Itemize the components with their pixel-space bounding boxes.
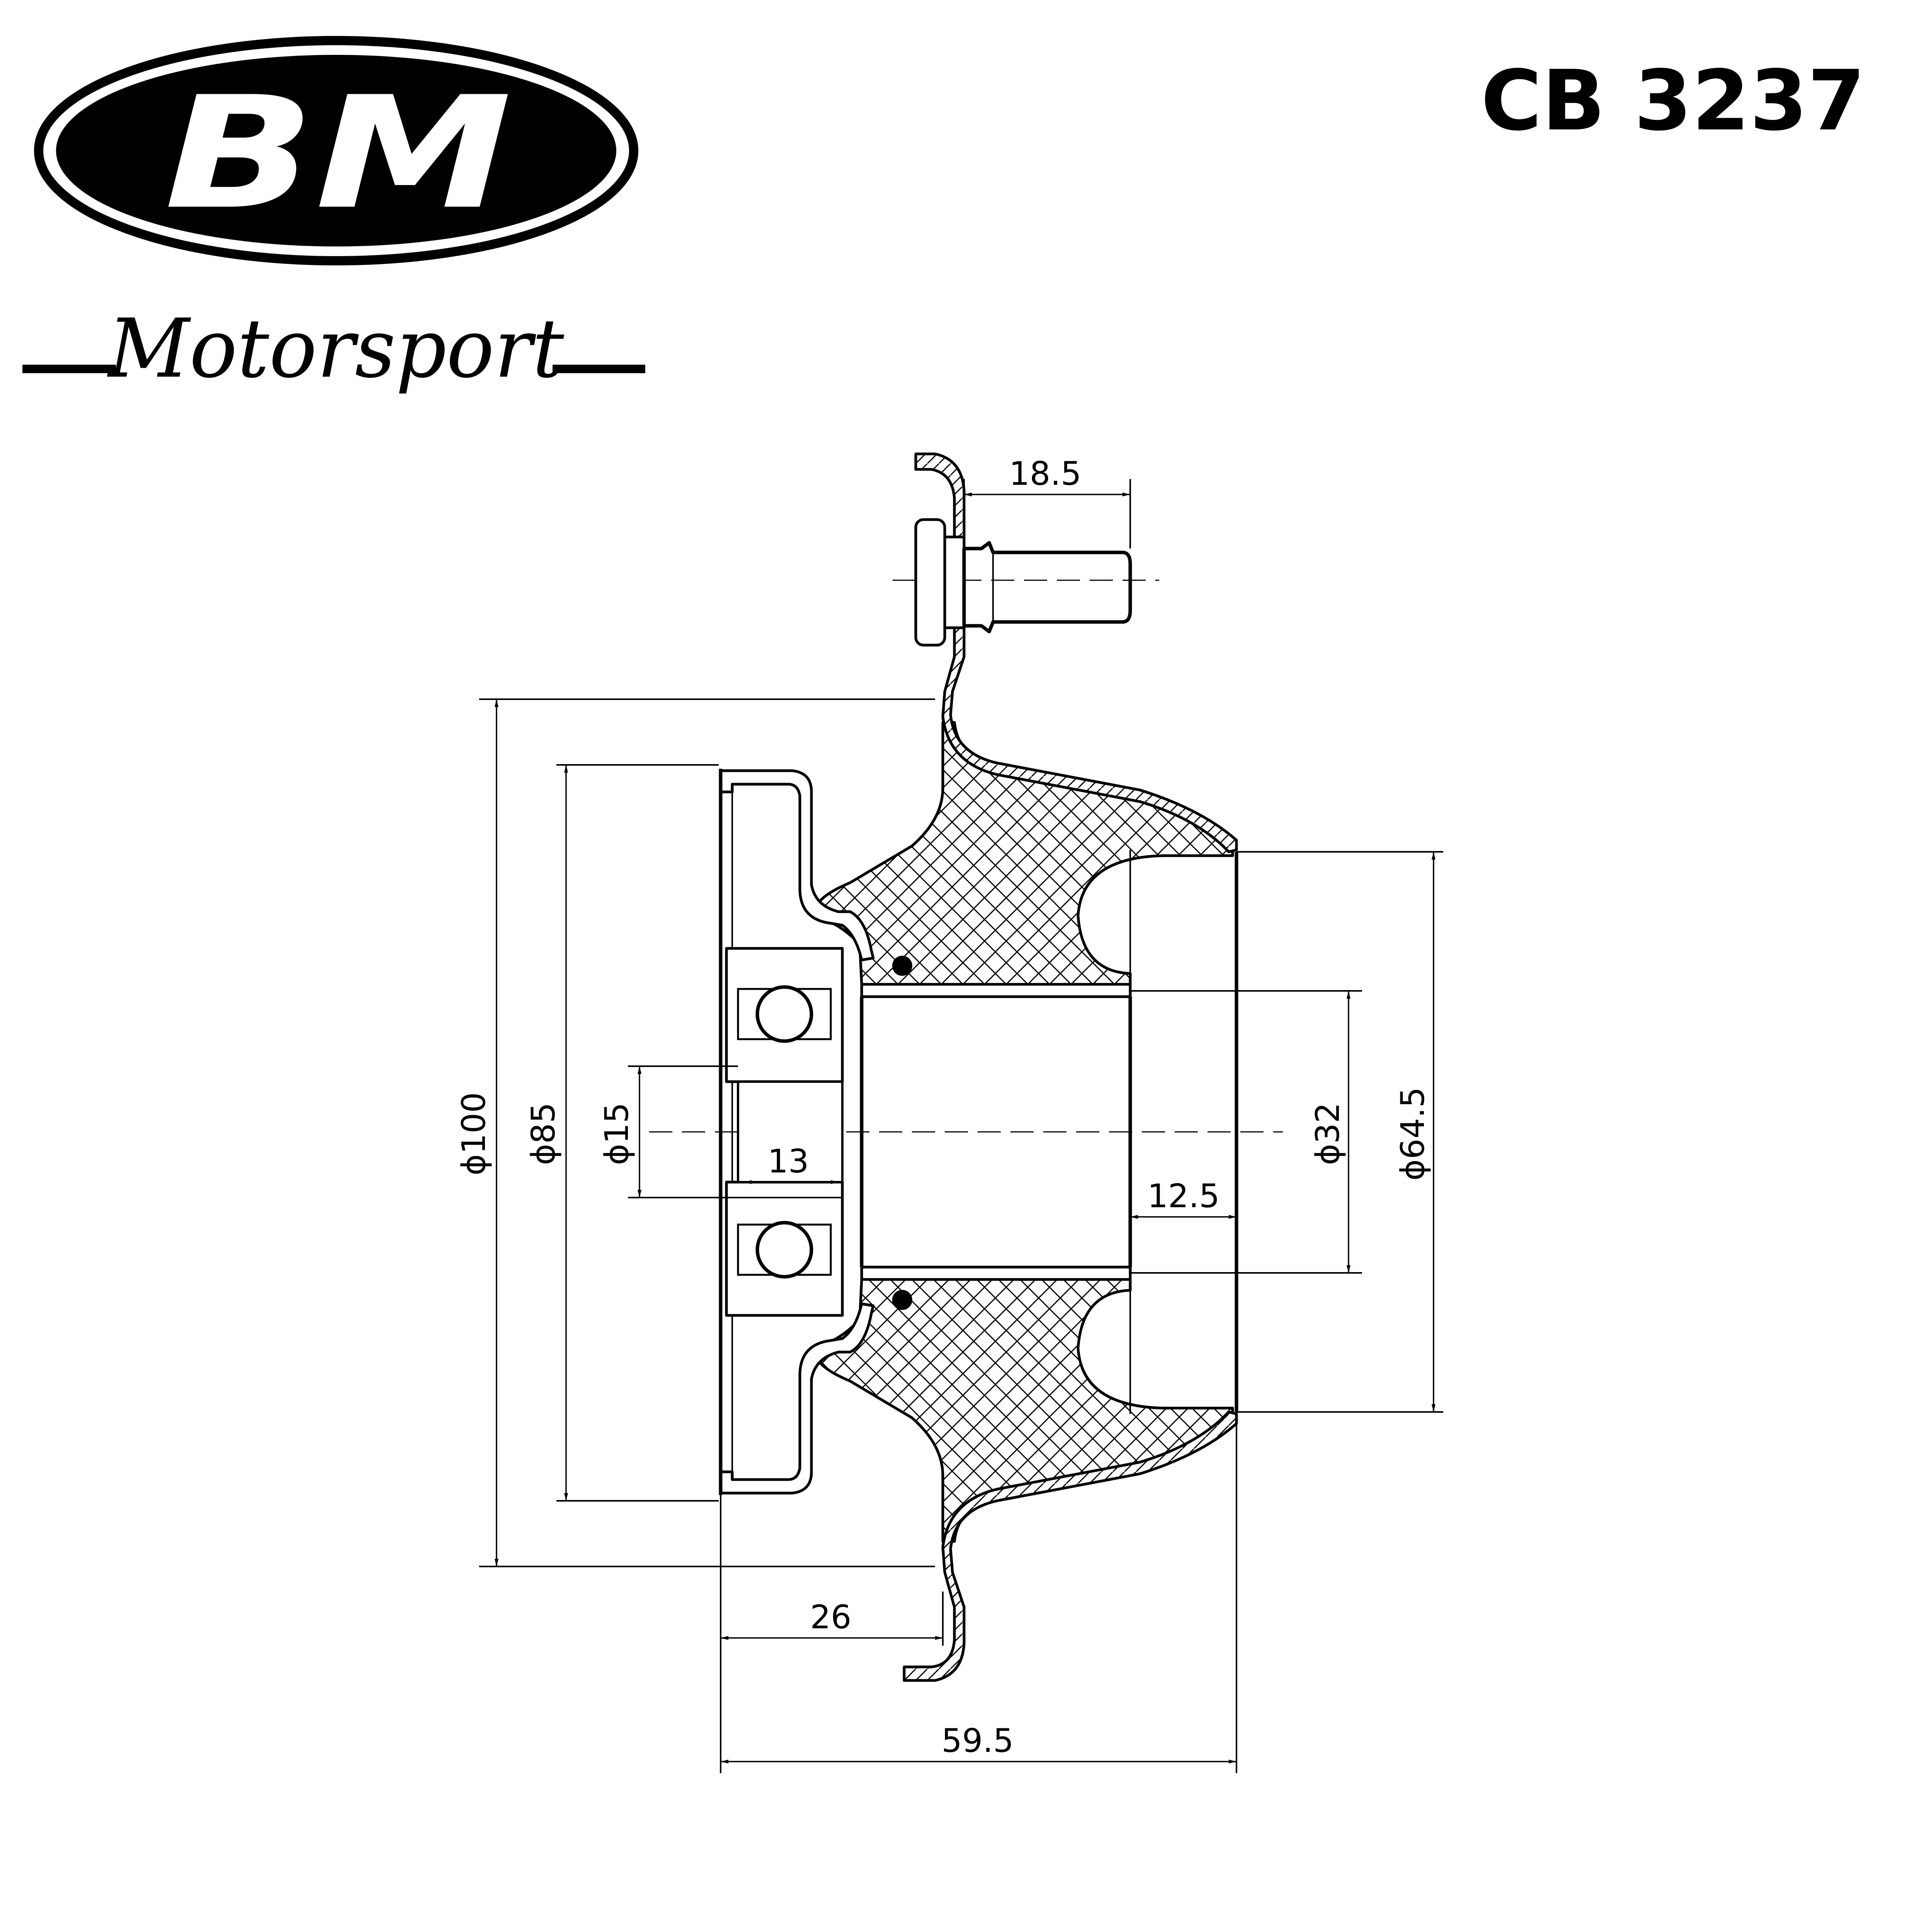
dimensions: 18.5 ϕ100 ϕ85 ϕ15 13 ϕ32 ϕ64.5 12.5	[455, 455, 1443, 1773]
bearing-bore	[737, 1081, 844, 1183]
dim-body-diameter: ϕ64.5	[1394, 1087, 1432, 1181]
logo-ellipse-outer	[34, 36, 638, 265]
dim-stud-offset: 18.5	[1009, 455, 1081, 493]
rubber-body-upper	[818, 721, 1234, 986]
bearing-ball-upper	[755, 985, 813, 1043]
metal-shell-lower	[903, 1410, 1238, 1682]
stud-shank	[962, 541, 1132, 634]
bearing-cup-upper	[719, 769, 875, 962]
inner-sleeve-wall-lower	[860, 1266, 1132, 1281]
stud-head	[914, 518, 946, 647]
dim-bearing-width: 13	[768, 1142, 809, 1180]
bearing-cup-lower	[719, 1302, 875, 1495]
dim-overall-length: 59.5	[941, 1722, 1014, 1760]
dim-sleeve-diameter: ϕ32	[1309, 1103, 1347, 1165]
part-number: CB 3237	[1481, 52, 1866, 149]
inner-sleeve-wall-upper	[860, 983, 1132, 998]
dim-outer-diameter: ϕ100	[455, 1092, 493, 1176]
logo-ellipse-inner	[56, 55, 616, 246]
seal-dot-upper	[892, 956, 912, 976]
dim-bore-diameter: ϕ15	[598, 1103, 636, 1165]
rubber-body-lower	[818, 1278, 1234, 1543]
dim-sleeve-recess: 12.5	[1147, 1177, 1219, 1215]
ball-bearing-lower	[725, 1181, 844, 1317]
logo-tagline: Motorsport	[107, 301, 564, 396]
metal-shell-upper	[914, 452, 1238, 853]
logo-bm-text: BM	[164, 64, 512, 243]
inner-sleeve-bore	[860, 997, 1132, 1267]
seal-dot-lower	[892, 1290, 912, 1310]
bearing-ball-lower	[755, 1221, 813, 1279]
dim-seat-diameter: ϕ85	[524, 1103, 562, 1165]
mounting-stud	[914, 518, 1132, 647]
mount-assembly	[719, 452, 1238, 1682]
stud-washer	[943, 535, 966, 629]
brand-logo: BM Motorsport	[22, 36, 645, 396]
ball-bearing-upper	[725, 947, 844, 1083]
dim-flange-depth: 26	[810, 1598, 852, 1636]
